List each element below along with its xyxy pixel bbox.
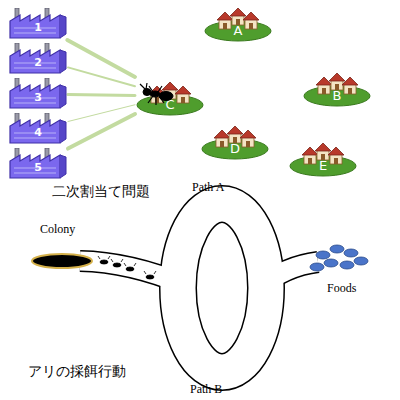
factory-node: 3 <box>8 78 68 110</box>
foods-node: Foods <box>305 243 380 301</box>
walking-ants <box>98 256 156 279</box>
colony-label: Colony <box>40 222 75 237</box>
loop-outline <box>178 204 266 372</box>
food-item <box>344 249 358 257</box>
house-wall <box>242 137 254 147</box>
house-door <box>246 141 250 147</box>
house-door <box>249 23 253 29</box>
assignment-line <box>68 94 135 95</box>
callout-number: 3 <box>8 91 68 104</box>
house-door <box>155 97 159 103</box>
callout-number: 1 <box>8 21 68 34</box>
assignment-line <box>68 114 135 149</box>
house-roof <box>243 12 259 20</box>
callout-number: 2 <box>8 56 68 69</box>
food-pile <box>305 243 380 277</box>
food-item <box>330 245 344 253</box>
town-letter: E <box>288 158 358 173</box>
house-wall <box>219 19 231 29</box>
factory-node: 5 <box>8 148 68 180</box>
house-wall <box>151 93 163 103</box>
house-wall <box>177 93 189 103</box>
figure-caption: 二次割当て問題 <box>52 183 150 201</box>
house-roof <box>342 77 358 85</box>
factory-node: 2 <box>8 43 68 75</box>
factory-side <box>60 50 66 73</box>
town-letter: A <box>203 23 273 38</box>
house-door <box>308 158 312 164</box>
callout-number: 5 <box>8 161 68 174</box>
house-wall <box>216 137 228 147</box>
food-item <box>310 263 324 271</box>
factory-side <box>60 155 66 178</box>
assignment-line <box>67 40 135 77</box>
food-item <box>340 261 354 269</box>
factory-node: 4 <box>8 113 68 145</box>
loop-interior <box>178 204 266 372</box>
house-roof <box>329 73 345 81</box>
house-roof <box>162 82 178 90</box>
factory-node: 1 <box>8 8 68 40</box>
factory-side <box>60 15 66 38</box>
town-node: A <box>203 2 273 42</box>
house-door <box>334 158 338 164</box>
house-roof <box>315 143 331 151</box>
ant-body <box>146 275 154 279</box>
ant-body <box>100 260 108 264</box>
factory-side <box>60 120 66 143</box>
path-label: Path B <box>190 382 222 397</box>
house-door <box>181 97 185 103</box>
callout-number: 4 <box>8 126 68 139</box>
house-wall <box>330 154 342 164</box>
house-roof <box>175 86 191 94</box>
town-letter: D <box>200 141 270 156</box>
ant-head <box>143 89 151 96</box>
figure-caption: アリの採餌行動 <box>28 363 126 381</box>
house-wall <box>304 154 316 164</box>
colony-hole <box>30 251 100 271</box>
ant-body <box>113 263 121 267</box>
tunnel-interior <box>80 261 185 285</box>
path-interior <box>80 204 318 372</box>
house-door <box>322 88 326 94</box>
house-roof <box>240 130 256 138</box>
food-item <box>354 257 368 265</box>
house-door <box>223 23 227 29</box>
town-letter: B <box>302 88 372 103</box>
town-node: D <box>200 120 270 160</box>
house-wall <box>344 84 356 94</box>
house-door <box>348 88 352 94</box>
house-wall <box>245 19 257 29</box>
colony-node: Colony <box>30 222 100 270</box>
town-node: B <box>302 67 372 107</box>
path-outline <box>80 204 318 372</box>
ant-body <box>126 267 134 271</box>
assignment-line <box>68 67 135 86</box>
house-door <box>220 141 224 147</box>
house-wall <box>318 84 330 94</box>
house-roof <box>328 147 344 155</box>
ant-legs <box>98 256 156 274</box>
foods-label: Foods <box>327 281 356 296</box>
town-node: C <box>135 76 205 116</box>
house-roof <box>227 126 243 134</box>
tunnel-interior <box>259 262 318 288</box>
town-node: E <box>288 137 358 177</box>
house-roof <box>230 8 246 16</box>
factory-side <box>60 85 66 108</box>
path-label: Path A <box>192 180 224 195</box>
food-item <box>324 259 338 267</box>
hole-ellipse <box>32 254 92 268</box>
food-item <box>316 251 330 259</box>
town-letter: C <box>135 97 205 112</box>
